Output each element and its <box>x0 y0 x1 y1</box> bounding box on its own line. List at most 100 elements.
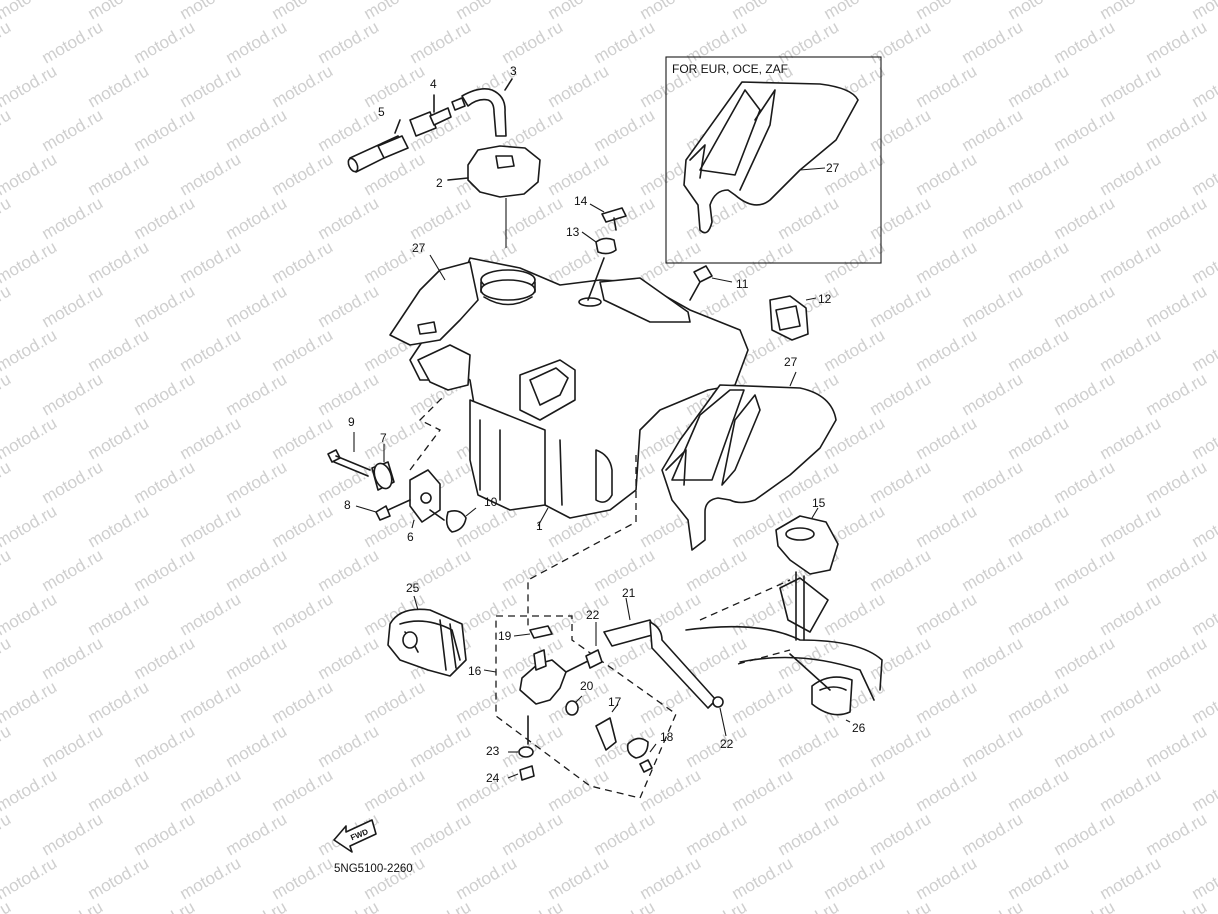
watermark-text: motod.ru <box>545 589 613 639</box>
watermark-text: motod.ru <box>39 105 107 155</box>
breather-hose-assembly <box>347 78 513 173</box>
watermark-text: motod.ru <box>85 853 153 903</box>
watermark-text: motod.ru <box>0 677 60 727</box>
watermark-text: motod.ru <box>1189 853 1218 903</box>
watermark-text: motod.ru <box>499 897 567 914</box>
watermark-text: motod.ru <box>867 721 935 771</box>
callout-1: 1 <box>536 519 543 533</box>
watermark-text: motod.ru <box>959 721 1027 771</box>
callout-4: 4 <box>430 77 437 91</box>
watermark-text: motod.ru <box>591 897 659 914</box>
watermark-text: motod.ru <box>1051 545 1119 595</box>
watermark-text: motod.ru <box>85 501 153 551</box>
watermark-text: motod.ru <box>361 853 429 903</box>
watermark-text: motod.ru <box>1189 765 1218 815</box>
watermark-text: motod.ru <box>315 369 383 419</box>
fwd-arrow-icon: FWD <box>333 819 377 853</box>
watermark-text: motod.ru <box>1143 545 1211 595</box>
watermark-text: motod.ru <box>453 853 521 903</box>
callout-19: 19 <box>498 629 512 643</box>
watermark-text: motod.ru <box>729 853 797 903</box>
fuel-cock-assembly <box>483 615 677 799</box>
watermark-text: motod.ru <box>1051 281 1119 331</box>
watermark-text: motod.ru <box>131 633 199 683</box>
watermark-text: motod.ru <box>1097 677 1165 727</box>
watermark-text: motod.ru <box>867 897 935 914</box>
callout-5: 5 <box>378 105 385 119</box>
watermark-text: motod.ru <box>683 193 751 243</box>
watermark-text: motod.ru <box>1097 589 1165 639</box>
watermark-text: motod.ru <box>1097 325 1165 375</box>
watermark-text: motod.ru <box>867 545 935 595</box>
callout-12: 12 <box>818 292 832 306</box>
watermark-text: motod.ru <box>1097 413 1165 463</box>
watermark-text: motod.ru <box>1143 897 1211 914</box>
watermark-text: motod.ru <box>85 413 153 463</box>
watermark-text: motod.ru <box>177 677 245 727</box>
watermark-text: motod.ru <box>177 765 245 815</box>
watermark-text: motod.ru <box>775 721 843 771</box>
callout-2: 2 <box>436 176 443 190</box>
watermark-text: motod.ru <box>867 809 935 859</box>
watermark-text: motod.ru <box>683 17 751 67</box>
watermark-text: motod.ru <box>1143 105 1211 155</box>
watermark-text: motod.ru <box>775 809 843 859</box>
watermark-text: motod.ru <box>269 413 337 463</box>
watermark-text: motod.ru <box>1097 501 1165 551</box>
watermark-text: motod.ru <box>131 457 199 507</box>
callout-7: 7 <box>380 431 387 445</box>
watermark-text: motod.ru <box>0 17 14 67</box>
callout-27-left: 27 <box>412 241 426 255</box>
watermark-text: motod.ru <box>39 721 107 771</box>
watermark-text: motod.ru <box>959 809 1027 859</box>
watermark-text: motod.ru <box>1051 809 1119 859</box>
watermark-text: motod.ru <box>131 545 199 595</box>
watermark-text: motod.ru <box>269 325 337 375</box>
watermark-text: motod.ru <box>1005 589 1073 639</box>
watermark-text: motod.ru <box>1097 149 1165 199</box>
callout-9: 9 <box>348 415 355 429</box>
watermark-text: motod.ru <box>223 281 291 331</box>
inset-box: FOR EUR, OCE, ZAF 27 <box>665 56 882 264</box>
callout-24: 24 <box>486 771 500 785</box>
watermark-text: motod.ru <box>85 149 153 199</box>
watermark-text: motod.ru <box>223 633 291 683</box>
watermark-text: motod.ru <box>223 809 291 859</box>
watermark-text: motod.ru <box>269 149 337 199</box>
watermark-text: motod.ru <box>821 853 889 903</box>
watermark-text: motod.ru <box>867 17 935 67</box>
watermark-text: motod.ru <box>0 325 60 375</box>
watermark-text: motod.ru <box>913 237 981 287</box>
watermark-text: motod.ru <box>1097 765 1165 815</box>
diagram-code: 5NG5100-2260 <box>334 863 413 875</box>
callout-labels: 1 2 3 4 5 6 7 8 9 10 11 12 13 14 15 16 1… <box>344 64 866 785</box>
watermark-text: motod.ru <box>959 281 1027 331</box>
fuel-cap <box>447 145 541 248</box>
watermark-text: motod.ru <box>1051 369 1119 419</box>
watermark-text: motod.ru <box>1097 61 1165 111</box>
watermark-text: motod.ru <box>131 897 199 914</box>
watermark-text: motod.ru <box>0 0 60 23</box>
watermark-text: motod.ru <box>775 17 843 67</box>
watermark-text: motod.ru <box>1005 237 1073 287</box>
watermark-text: motod.ru <box>1189 501 1218 551</box>
watermark-text: motod.ru <box>0 61 60 111</box>
watermark-text: motod.ru <box>1005 677 1073 727</box>
watermark-text: motod.ru <box>131 17 199 67</box>
watermark-text: motod.ru <box>637 765 705 815</box>
watermark-text: motod.ru <box>913 325 981 375</box>
watermark-text: motod.ru <box>177 237 245 287</box>
watermark-text: motod.ru <box>315 545 383 595</box>
watermark-text: motod.ru <box>0 633 14 683</box>
watermark-text: motod.ru <box>131 721 199 771</box>
watermark-text: motod.ru <box>959 193 1027 243</box>
watermark-text: motod.ru <box>683 545 751 595</box>
watermark-text: motod.ru <box>1051 105 1119 155</box>
watermark-text: motod.ru <box>1005 149 1073 199</box>
watermark-text: motod.ru <box>499 809 567 859</box>
watermark-text: motod.ru <box>1189 237 1218 287</box>
watermark-text: motod.ru <box>0 281 14 331</box>
watermark-text: motod.ru <box>821 589 889 639</box>
watermark-text: motod.ru <box>0 457 14 507</box>
